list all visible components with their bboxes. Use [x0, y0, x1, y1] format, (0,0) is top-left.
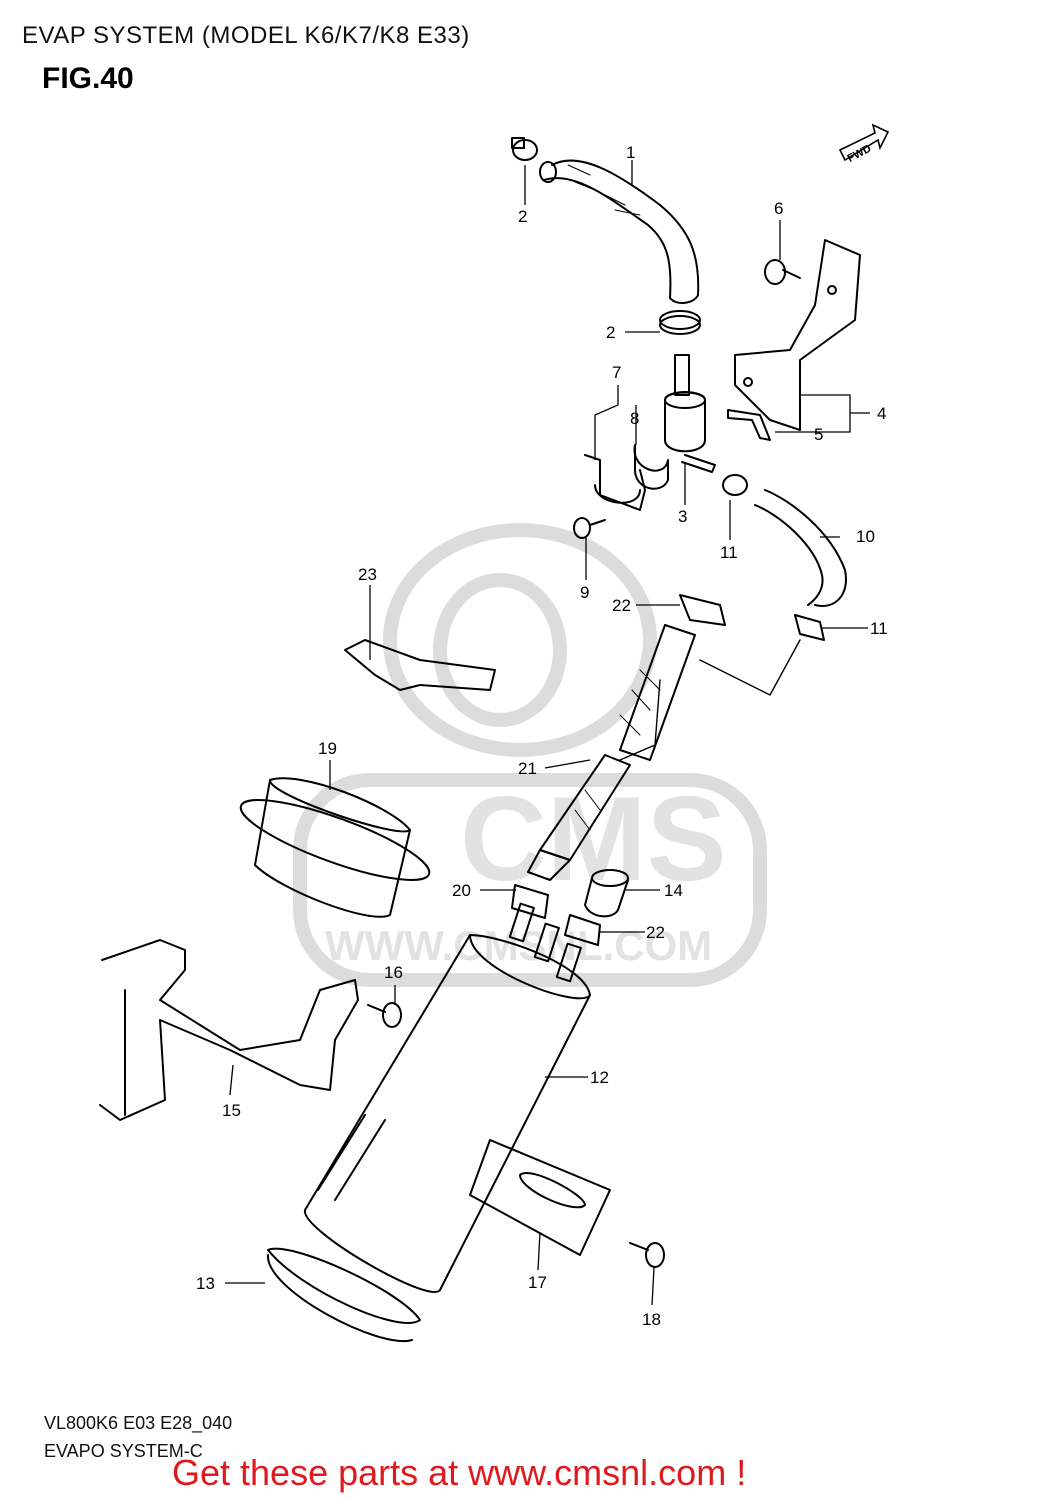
clamp-part-11-lower — [794, 614, 825, 641]
leader-connection-2 — [619, 679, 661, 761]
callout-11-upper: 11 — [720, 543, 738, 562]
callout-9: 9 — [580, 583, 589, 602]
clamp-part-11-upper — [722, 474, 748, 496]
callout-19: 19 — [318, 739, 337, 758]
callout-22-upper: 22 — [612, 596, 631, 615]
leader-connection — [699, 639, 801, 696]
hose-part-10 — [754, 489, 847, 607]
clip-part-20 — [511, 884, 549, 919]
valve-part-3 — [664, 354, 716, 473]
callout-2-mid: 2 — [606, 323, 615, 342]
callout-21: 21 — [518, 759, 537, 778]
callout-14: 14 — [664, 881, 683, 900]
callout-1: 1 — [626, 143, 635, 162]
cap-part-14 — [584, 869, 629, 918]
bolt-part-16 — [367, 1002, 402, 1028]
clamp-part-2-top — [511, 137, 538, 161]
callout-2-top: 2 — [518, 207, 527, 226]
screw-part-9 — [573, 517, 606, 539]
clamp-part-2-mid — [659, 310, 701, 335]
callout-6: 6 — [774, 199, 783, 218]
hose-part-21 — [527, 624, 696, 881]
clip-part-22-lower — [564, 914, 601, 946]
callout-17: 17 — [528, 1273, 547, 1292]
callout-23: 23 — [358, 565, 377, 584]
diagram-code: VL800K6 E03 E28_040 — [44, 1413, 233, 1433]
callout-11-lower: 11 — [870, 619, 888, 638]
watermark-brand: CMS — [460, 772, 727, 906]
callout-12: 12 — [590, 1068, 609, 1087]
figure-number: FIG.40 — [42, 62, 134, 95]
callout-5: 5 — [814, 425, 823, 444]
leader-lines — [225, 160, 870, 1306]
callout-13: 13 — [196, 1274, 215, 1293]
callout-4: 4 — [877, 404, 886, 423]
bracket-part-17 — [469, 1139, 611, 1256]
callout-18: 18 — [642, 1310, 661, 1329]
callout-3: 3 — [678, 507, 687, 526]
callout-22-lower: 22 — [646, 923, 665, 942]
filter-part-19 — [239, 777, 431, 918]
callout-7: 7 — [612, 363, 621, 382]
watermark — [293, 523, 767, 987]
canister-part-12 — [304, 902, 591, 1293]
screw-part-18 — [629, 1242, 665, 1268]
diagram-name: EVAPO SYSTEM-C — [44, 1441, 203, 1461]
buy-parts-link[interactable]: Get these parts at www.cmsnl.com ! — [172, 1452, 747, 1493]
bolt-part-6 — [764, 259, 801, 285]
callout-8: 8 — [630, 409, 639, 428]
callout-15: 15 — [222, 1101, 241, 1120]
page-title: EVAP SYSTEM (MODEL K6/K7/K8 E33) — [22, 22, 470, 49]
callout-16: 16 — [384, 963, 403, 982]
fwd-arrow-icon: FWD — [838, 123, 890, 165]
cover-part-13 — [266, 1247, 421, 1343]
clip-part-8 — [633, 444, 669, 490]
clip-part-5 — [727, 409, 771, 441]
stay-part-15 — [99, 939, 359, 1121]
clip-part-22-upper — [679, 594, 726, 626]
bracket-part-4 — [734, 239, 861, 431]
hose-part-1 — [539, 159, 700, 304]
clip-part-23 — [344, 639, 496, 691]
callout-20: 20 — [452, 881, 471, 900]
callout-10: 10 — [856, 527, 875, 546]
